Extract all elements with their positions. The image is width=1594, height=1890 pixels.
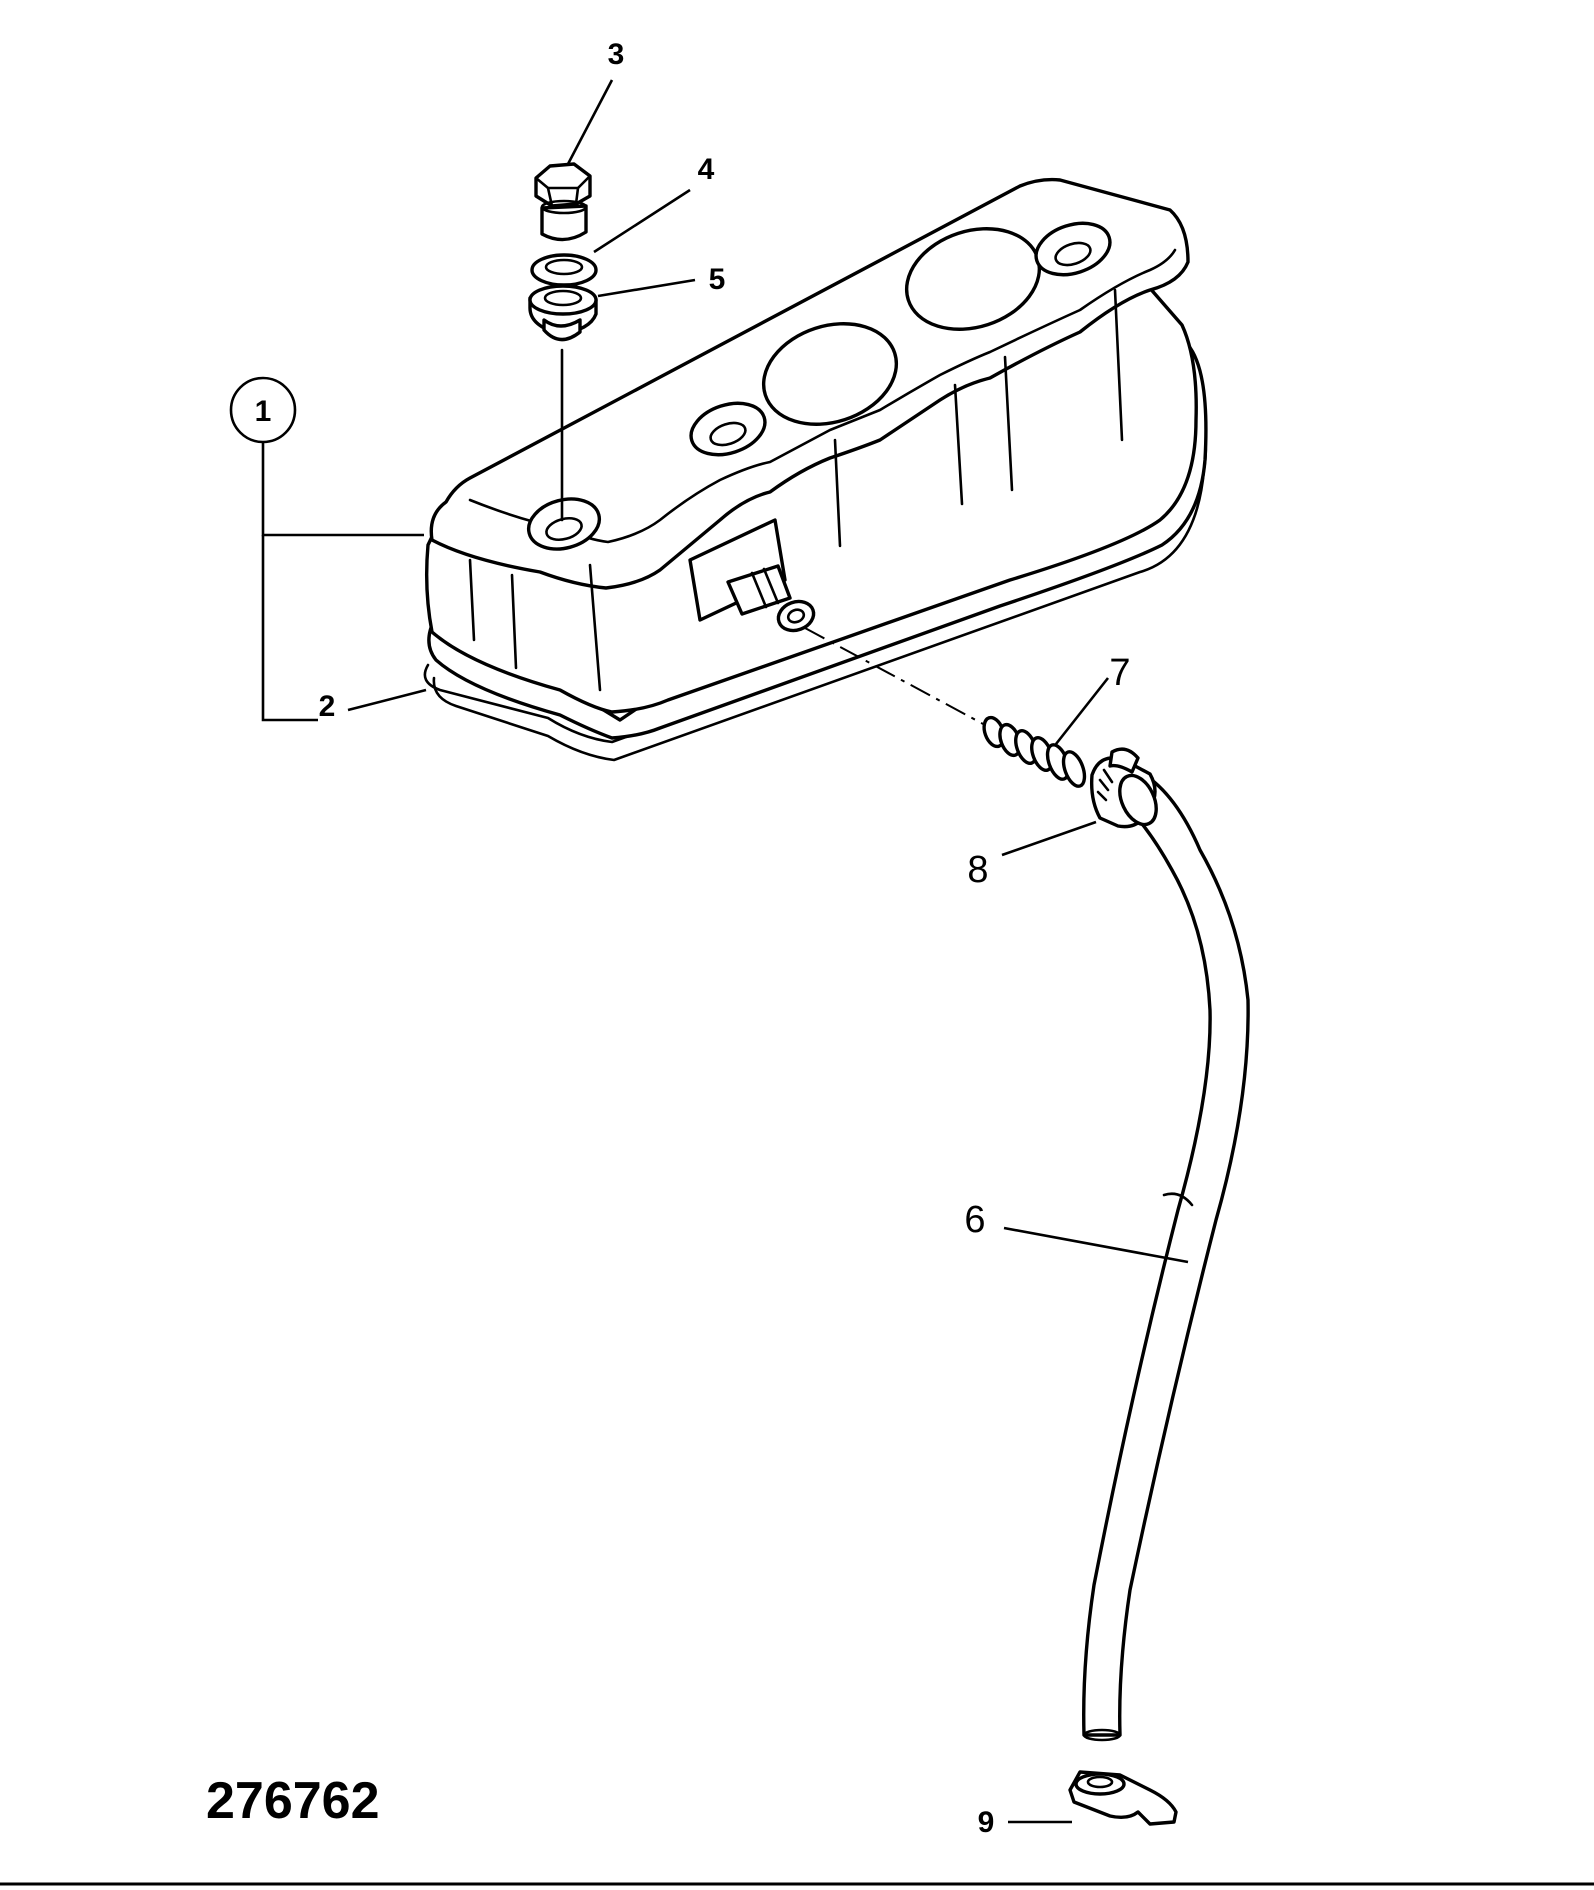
callout-3: 3: [608, 38, 625, 71]
retaining-bolt: [534, 162, 592, 242]
hose-bracket: [1068, 1770, 1178, 1826]
callout-4: 4: [698, 153, 715, 186]
breather-hose: [1082, 770, 1250, 1737]
callout-2: 2: [319, 690, 336, 723]
sealing-washer: [530, 253, 598, 287]
rocker-cover: [424, 177, 1208, 740]
callout-8: 8: [967, 849, 988, 891]
callout-1-circle: [229, 376, 297, 444]
breather-spring: [982, 715, 1087, 788]
figure-reference-number: 276762: [206, 1772, 380, 1830]
callout-7: 7: [1109, 652, 1130, 694]
breather-axis-line: [804, 627, 986, 726]
rubber-grommet: [528, 284, 598, 342]
leader-lines: [261, 79, 1189, 1824]
hose-clip: [1089, 747, 1158, 829]
callout-5: 5: [709, 263, 726, 296]
callout-9: 9: [978, 1806, 995, 1839]
callout-6: 6: [964, 1199, 985, 1241]
callout-1: 1: [255, 395, 272, 428]
